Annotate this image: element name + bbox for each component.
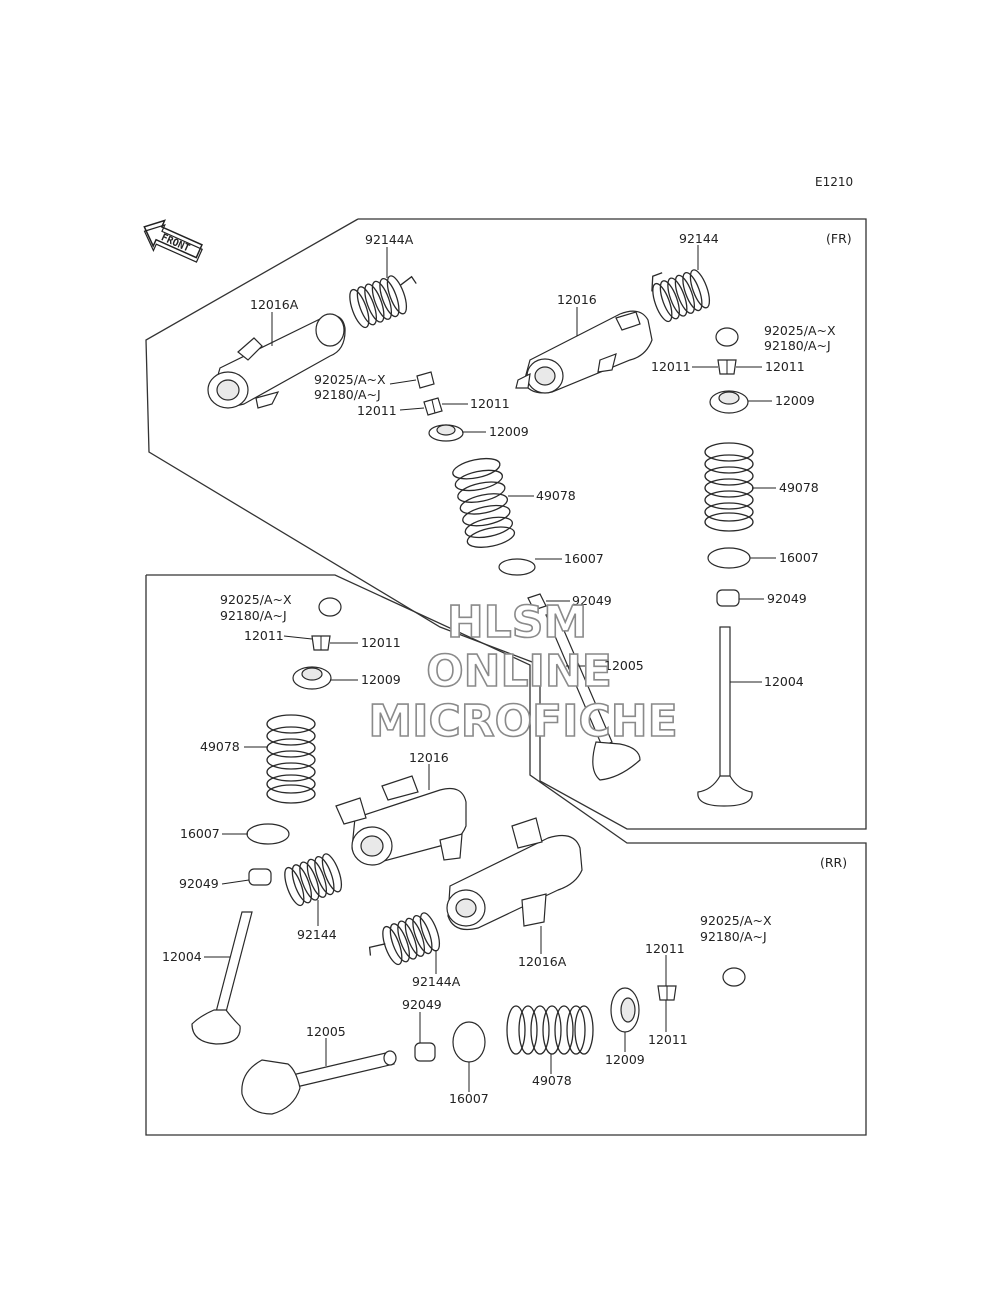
diagram-code: E1210	[815, 175, 853, 189]
rocker-arm-12016-front	[515, 310, 653, 394]
watermark-line-3: MICROFICHE	[368, 696, 677, 747]
washer-16007-front-left	[498, 558, 536, 576]
label-fr-12011-right-b: 12011	[765, 359, 805, 374]
valve-cap-92025-front-left	[416, 371, 435, 389]
label-fr-49078-right: 49078	[779, 480, 819, 495]
front-section-label: (FR)	[826, 231, 852, 246]
label-rr-12005: 12005	[306, 1024, 346, 1039]
seal-92049-front-left	[527, 593, 547, 611]
label-rr-92049-right: 92049	[402, 997, 442, 1012]
watermark-line-2: ONLINE	[426, 646, 612, 697]
label-fr-12011-left-b: 12011	[470, 396, 510, 411]
label-rr-92144: 92144	[297, 927, 337, 942]
valve-spring-49078-front-left	[452, 457, 516, 548]
label-rr-12011-a: 12011	[244, 628, 284, 643]
cotter-12011-front-left	[423, 397, 443, 416]
label-rr-16007-left: 16007	[180, 826, 220, 841]
label-fr-92049-left: 92049	[572, 593, 612, 608]
torsion-spring-92144A-rear	[368, 912, 441, 966]
intake-valve-12004-rear	[191, 911, 253, 1045]
seal-92049-rear-left	[248, 868, 272, 886]
label-fr-12009-left: 12009	[489, 424, 529, 439]
intake-valve-12004-front	[697, 626, 753, 807]
rocker-arm-12016A-rear	[446, 817, 583, 931]
label-fr-12011-left-a: 12011	[357, 403, 397, 418]
torsion-spring-92144-rear	[284, 853, 343, 907]
retainer-12009-front-left	[428, 424, 464, 442]
watermark: HLSM ONLINE MICROFICHE	[368, 596, 679, 748]
valve-cap-92025-front-right	[715, 327, 739, 347]
cotter-12011-rear-left	[311, 635, 331, 651]
label-fr-16007-left: 16007	[564, 551, 604, 566]
label-fr-49078-left: 49078	[536, 488, 576, 503]
label-rr-12016: 12016	[409, 750, 449, 765]
retainer-12009-rear-right	[610, 987, 640, 1033]
label-rr-92025-left: 92025/A~X	[220, 592, 292, 607]
label-rr-92049-left: 92049	[179, 876, 219, 891]
valve-spring-49078-rear-right	[506, 1005, 594, 1055]
leader-lines	[204, 245, 776, 1092]
retainer-12009-front-right	[709, 390, 749, 414]
label-fr-92144A: 92144A	[365, 232, 414, 247]
torsion-spring-92144A-front	[349, 275, 417, 329]
label-rr-12009-left: 12009	[361, 672, 401, 687]
label-fr-92025-right: 92025/A~X	[764, 323, 836, 338]
valve-spring-49078-rear-left	[266, 714, 316, 804]
retainer-12009-rear-left	[292, 666, 332, 690]
valve-cap-92025-rear-left	[318, 597, 342, 617]
label-fr-12004: 12004	[764, 674, 804, 689]
washer-16007-rear-left	[246, 823, 290, 845]
seal-92049-front-right	[716, 589, 740, 607]
valve-cap-92025-rear-right	[722, 967, 746, 987]
rocker-arm-12016A-front	[207, 313, 346, 409]
rear-section-label: (RR)	[820, 855, 847, 870]
label-fr-12016: 12016	[557, 292, 597, 307]
label-fr-92144: 92144	[679, 231, 719, 246]
label-rr-12011-right-a: 12011	[645, 941, 685, 956]
label-fr-92049-right: 92049	[767, 591, 807, 606]
label-rr-16007-right: 16007	[449, 1091, 489, 1106]
valve-spring-49078-front-right	[704, 442, 754, 532]
label-fr-16007-right: 16007	[779, 550, 819, 565]
label-fr-12011-right-a: 12011	[651, 359, 691, 374]
torsion-spring-92144-front	[651, 269, 711, 323]
label-fr-12009-right: 12009	[775, 393, 815, 408]
label-rr-49078-right: 49078	[532, 1073, 572, 1088]
exhaust-valve-12005-front	[545, 611, 641, 781]
watermark-line-1: HLSM	[447, 597, 587, 648]
washer-16007-front-right	[707, 547, 751, 569]
front-arrow-icon: FRONT	[143, 219, 203, 263]
label-rr-12011-right-b: 12011	[648, 1032, 688, 1047]
label-rr-92180-left: 92180/A~J	[220, 608, 287, 623]
label-fr-92180-left: 92180/A~J	[314, 387, 381, 402]
rocker-arm-12016-rear	[335, 775, 467, 866]
label-fr-12005: 12005	[604, 658, 644, 673]
label-rr-92025-right: 92025/A~X	[700, 913, 772, 928]
cotter-12011-front-right	[717, 359, 737, 375]
front-section-frame	[145, 218, 867, 830]
exhaust-valve-12005-rear	[241, 1050, 397, 1115]
label-fr-92180-right: 92180/A~J	[764, 338, 831, 353]
seal-92049-rear-right	[414, 1042, 436, 1062]
cotter-12011-rear-right	[657, 985, 677, 1001]
washer-16007-rear-right	[452, 1021, 486, 1063]
label-fr-12016A: 12016A	[250, 297, 299, 312]
label-rr-12009-right: 12009	[605, 1052, 645, 1067]
label-rr-12016A: 12016A	[518, 954, 567, 969]
label-fr-92025-left: 92025/A~X	[314, 372, 386, 387]
label-rr-12011-b: 12011	[361, 635, 401, 650]
label-rr-12004: 12004	[162, 949, 202, 964]
label-rr-92144A: 92144A	[412, 974, 461, 989]
label-rr-92180-right: 92180/A~J	[700, 929, 767, 944]
label-rr-49078-left: 49078	[200, 739, 240, 754]
rear-section-frame	[145, 574, 867, 1136]
